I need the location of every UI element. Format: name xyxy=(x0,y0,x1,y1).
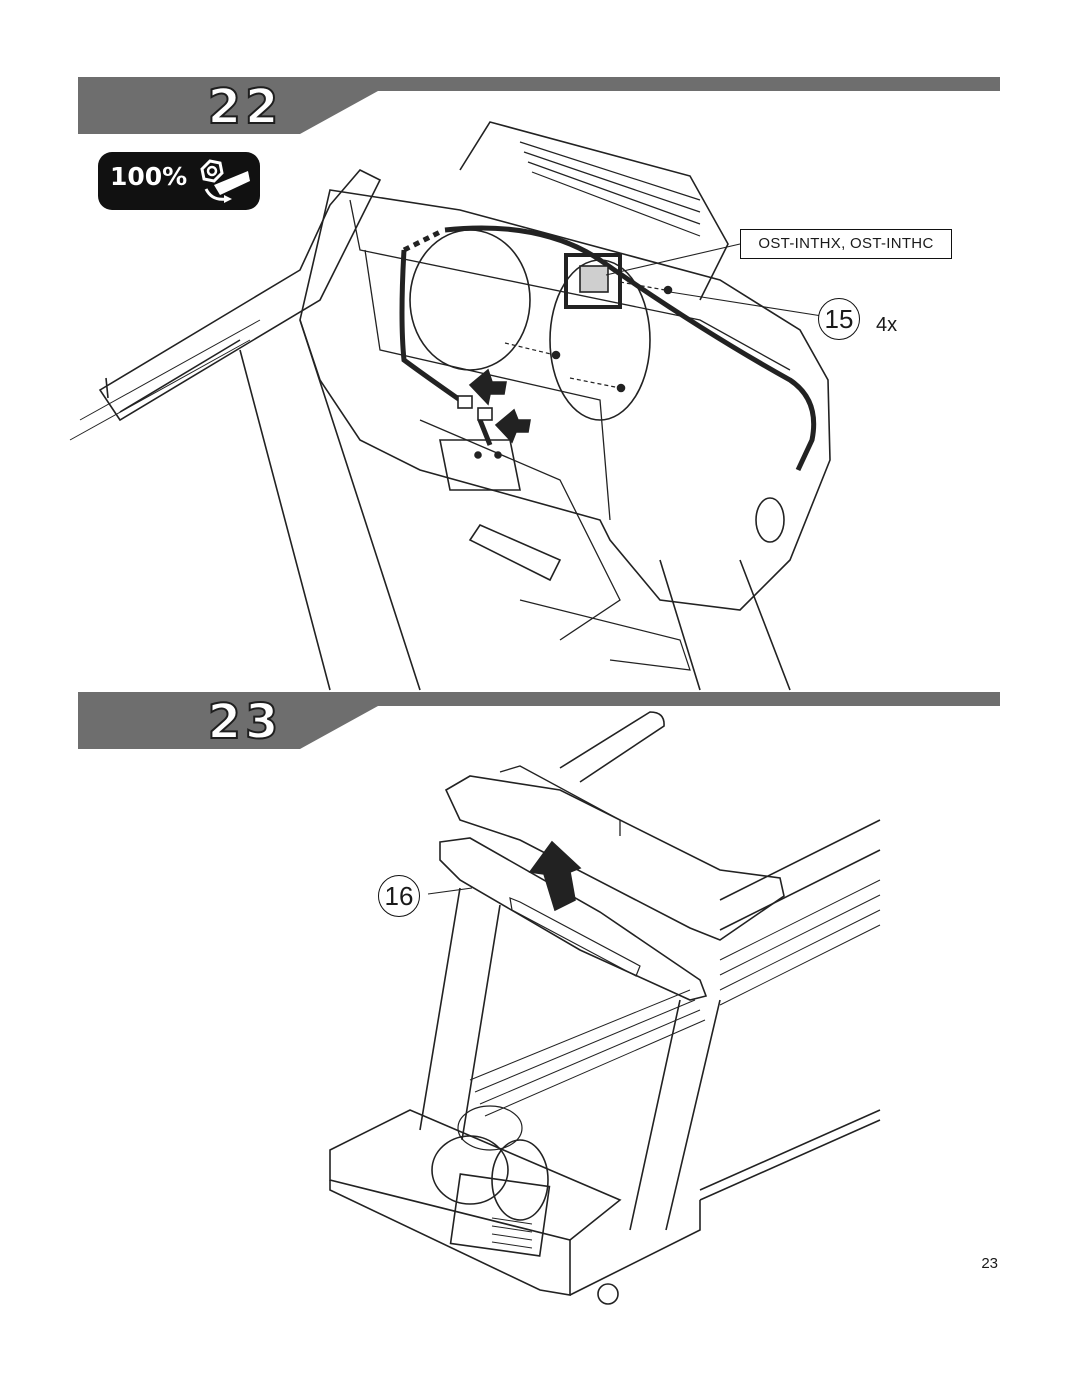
screw-icon xyxy=(663,285,673,295)
right-upright xyxy=(629,999,721,1231)
page-number: 23 xyxy=(981,1255,998,1272)
left-upright xyxy=(419,887,501,1141)
screw-icon xyxy=(616,383,626,393)
side-rail xyxy=(699,1109,881,1201)
left-handlebar xyxy=(98,169,382,422)
parts-label: OST-INTHX, OST-INTHC xyxy=(740,229,952,259)
callout-16: 16 xyxy=(378,875,420,917)
callout-15-quantity: 4x xyxy=(876,314,898,336)
right-upright xyxy=(659,559,791,691)
banner-shape xyxy=(78,77,1000,134)
console-top xyxy=(444,775,785,941)
console-shroud xyxy=(459,121,729,301)
console-mast-wiring-illustration xyxy=(69,121,831,691)
module-highlight-box xyxy=(564,253,622,309)
step-22-banner: 22 xyxy=(78,77,1000,136)
callout-15: 15 xyxy=(818,298,860,340)
side-rail xyxy=(719,819,881,931)
control-module xyxy=(579,265,609,293)
wire-connector xyxy=(457,395,473,409)
transport-wheel xyxy=(597,1283,619,1305)
vent-slots xyxy=(519,141,701,237)
crossbar-plate xyxy=(468,523,562,582)
screw-icon xyxy=(551,350,561,360)
torque-badge: 100% xyxy=(98,152,260,210)
banner-shape xyxy=(78,692,1000,749)
step-number: 23 xyxy=(207,693,283,751)
drive-motor xyxy=(431,1135,509,1205)
console-cover xyxy=(439,837,708,1001)
handlebar xyxy=(559,711,665,783)
connect-arrow-icon xyxy=(494,408,531,444)
wrench-nut-icon xyxy=(200,159,250,203)
motor-controller xyxy=(449,1173,551,1257)
wire-connector xyxy=(477,407,493,421)
lift-arrow-icon xyxy=(528,840,582,912)
step-number: 22 xyxy=(207,78,283,136)
step-23-banner: 23 xyxy=(78,692,1000,751)
mounting-bracket xyxy=(299,189,831,611)
wire-harness xyxy=(444,225,817,472)
connect-arrow-icon xyxy=(468,368,507,406)
base-frame xyxy=(329,1109,622,1241)
torque-label: 100% xyxy=(110,162,188,191)
left-upright xyxy=(239,319,421,691)
